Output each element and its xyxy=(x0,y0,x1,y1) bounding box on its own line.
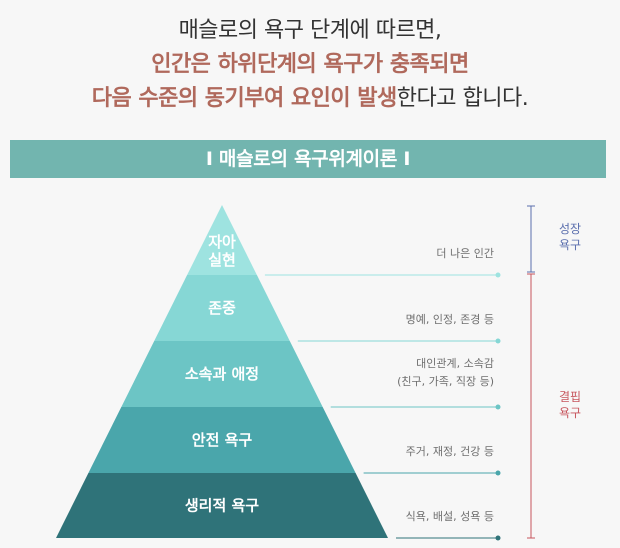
intro-text: 매슬로의 욕구 단계에 따르면, 인간은 하위단계의 욕구가 충족되면 다음 수… xyxy=(0,14,620,116)
tier-physiological-leader-dot xyxy=(495,535,501,541)
tier-esteem-description: 명예, 인정, 존경 등 xyxy=(406,313,494,326)
intro-line-3: 다음 수준의 동기부여 요인이 발생한다고 합니다. xyxy=(0,82,620,116)
tier-belonging-leader-dot xyxy=(495,404,501,410)
tier-belonging-shape xyxy=(121,341,323,407)
tier-safety-leader-dot xyxy=(495,470,501,476)
tier-safety-description: 주거, 재정, 건강 등 xyxy=(406,445,494,458)
tier-esteem-label: 존중 xyxy=(208,299,236,317)
tier-physiological-shape xyxy=(56,473,388,538)
deficit-needs-label: 욕구 xyxy=(559,406,581,420)
growth-needs-label: 욕구 xyxy=(559,238,581,252)
tier-esteem-leader-dot xyxy=(495,338,501,344)
intro-line-3-rest: 한다고 합니다. xyxy=(396,86,529,111)
banner-title: I 매슬로의 욕구위계이론 I xyxy=(205,148,411,170)
intro-line-1: 매슬로의 욕구 단계에 따르면, xyxy=(178,18,442,43)
tier-self-actualization-leader-dot xyxy=(495,272,501,278)
tier-safety-label: 안전 욕구 xyxy=(192,431,253,449)
tier-self-actualization-label: 자아 xyxy=(208,233,236,251)
tier-esteem-shape xyxy=(154,275,290,341)
tier-self-actualization-description: 더 나은 인간 xyxy=(436,247,494,260)
intro-line-3-accent: 다음 수준의 동기부여 요인이 발생 xyxy=(91,86,398,111)
growth-needs-label: 성장 xyxy=(559,222,581,236)
tier-safety-shape xyxy=(88,407,356,473)
tier-self-actualization-label: 실현 xyxy=(208,251,236,269)
tier-belonging-description: 대인관계, 소속감 xyxy=(416,357,494,370)
tier-physiological-description: 식욕, 배설, 성욕 등 xyxy=(406,510,494,523)
tier-self-actualization-shape xyxy=(187,205,257,275)
tier-belonging-description: (친구, 가족, 직장 등) xyxy=(397,375,494,388)
tier-physiological-label: 생리적 욕구 xyxy=(185,497,259,515)
tier-belonging-label: 소속과 애정 xyxy=(185,365,259,383)
intro-line-2: 인간은 하위단계의 욕구가 충족되면 xyxy=(151,52,469,77)
title-banner: I 매슬로의 욕구위계이론 I xyxy=(10,140,606,178)
deficit-needs-label: 결핍 xyxy=(559,390,581,404)
